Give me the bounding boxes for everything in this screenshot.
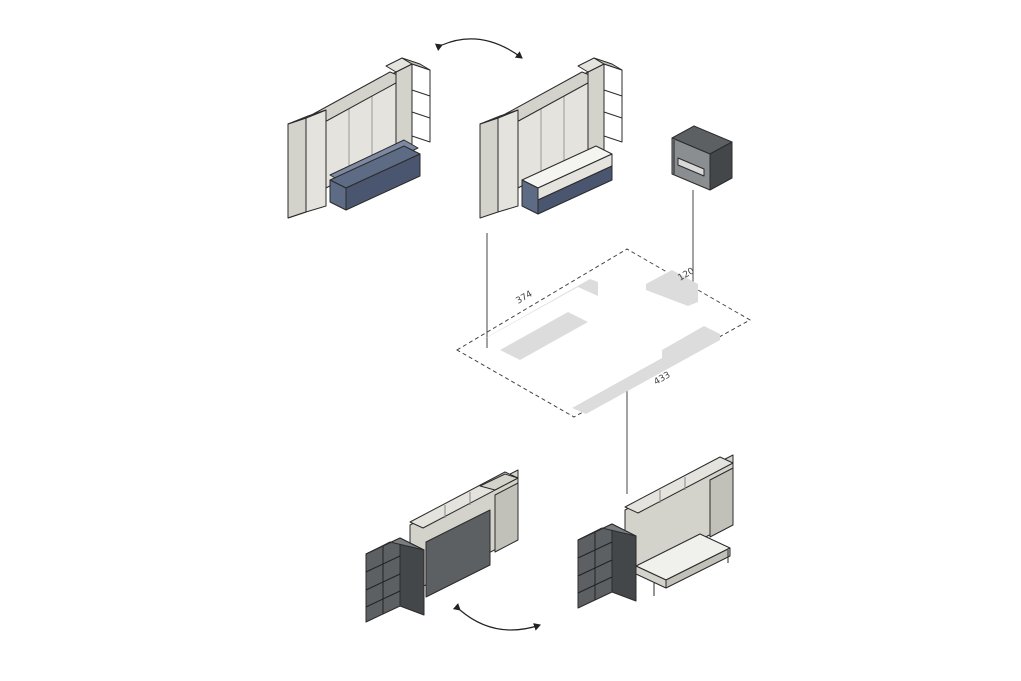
right-column [709,467,734,538]
dimension-label-left: 374 [515,289,535,306]
floor-plan [456,248,752,418]
desk-module [671,125,733,191]
bookcase-wall-closed [365,469,519,623]
wall-unit-bed-configuration [479,57,623,219]
right-column [494,482,519,553]
top-cabinet [624,456,734,514]
footprint-bottom-unit [572,326,720,414]
left-column-side [497,109,519,213]
room-outline [456,248,752,418]
open-shelf-frame [411,63,431,143]
bottom-transform-arrow [452,603,541,631]
left-column-front [479,117,499,219]
bookcase-wall-open [577,454,734,609]
left-column-side [305,109,327,213]
footprint-desk [646,270,698,306]
folded-bed-panel [425,509,491,598]
left-column-front [287,117,307,219]
footprint-left-unit-bed [500,312,588,360]
top-transform-arrow [434,38,523,59]
open-shelf-frame [603,63,623,143]
wall-unit-sofa-configuration [287,57,431,219]
footprint-left-unit [480,279,598,341]
